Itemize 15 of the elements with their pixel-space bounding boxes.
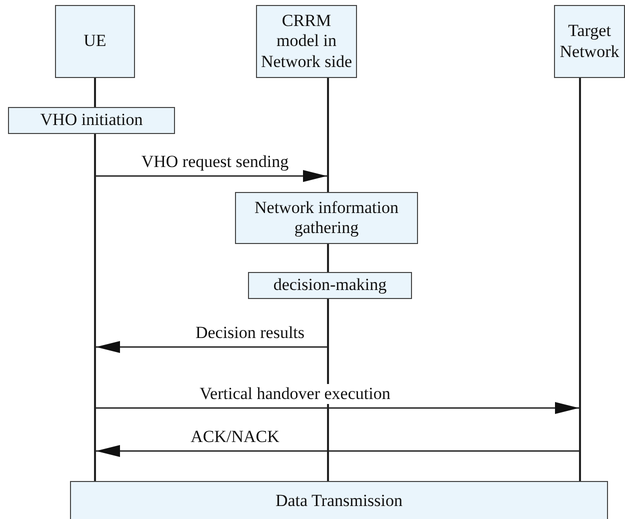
participant-box: UE xyxy=(55,5,135,78)
message-arrow xyxy=(96,341,327,353)
message-arrow xyxy=(96,170,327,182)
edge-label: Vertical handover execution xyxy=(196,384,394,404)
message-arrow xyxy=(96,445,579,457)
phase-bar: Data Transmission xyxy=(70,481,608,519)
activity-box: decision-making xyxy=(248,272,412,299)
participant-box: Target Network xyxy=(554,5,625,78)
message-arrow xyxy=(96,402,579,414)
activity-box: Network information gathering xyxy=(235,192,418,244)
lifeline xyxy=(579,78,581,481)
participant-box: CRRM model in Network side xyxy=(256,5,357,78)
activity-box: VHO initiation xyxy=(8,107,175,134)
lifeline xyxy=(94,78,96,481)
lifeline xyxy=(327,78,329,481)
